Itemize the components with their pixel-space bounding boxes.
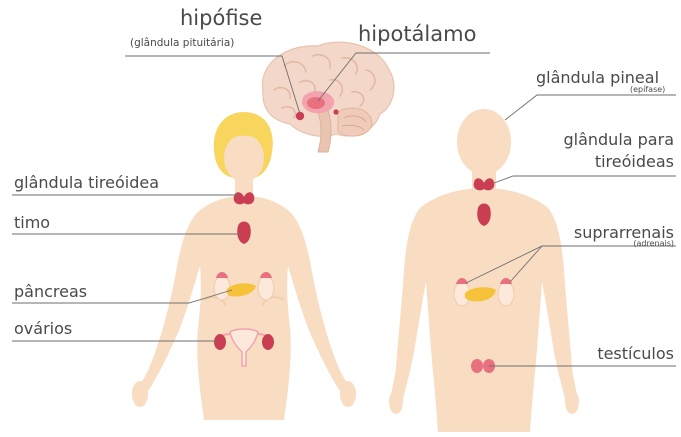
label-pineal-sub: (epífase) <box>630 86 665 94</box>
label-timo: timo <box>14 215 50 231</box>
leader-pineal <box>505 95 676 120</box>
label-hipofise-sub: (glândula pituitária) <box>130 38 234 49</box>
label-pancreas: pâncreas <box>14 284 87 300</box>
female-body <box>132 112 356 420</box>
label-testiculos: testículos <box>560 346 674 362</box>
label-paratireoideas-line1: glândula para <box>550 132 674 148</box>
label-hipotalamo: hipotálamo <box>358 24 476 45</box>
female-ovary-left <box>214 334 226 350</box>
label-suprarrenais-sub: (adrenais) <box>600 240 674 248</box>
label-pineal: glândula pineal <box>536 70 659 86</box>
brain-illustration <box>262 42 393 152</box>
leader-paratireoideas <box>494 176 676 183</box>
female-ovary-right <box>262 334 274 350</box>
label-paratireoideas-line2: tireóideas <box>550 154 674 170</box>
pineal-gland <box>333 109 338 114</box>
label-tireoidea: glândula tireóidea <box>14 175 159 191</box>
label-hipofise: hipófise <box>180 8 262 29</box>
testicle-left <box>471 359 483 373</box>
label-ovarios: ovários <box>14 321 72 337</box>
